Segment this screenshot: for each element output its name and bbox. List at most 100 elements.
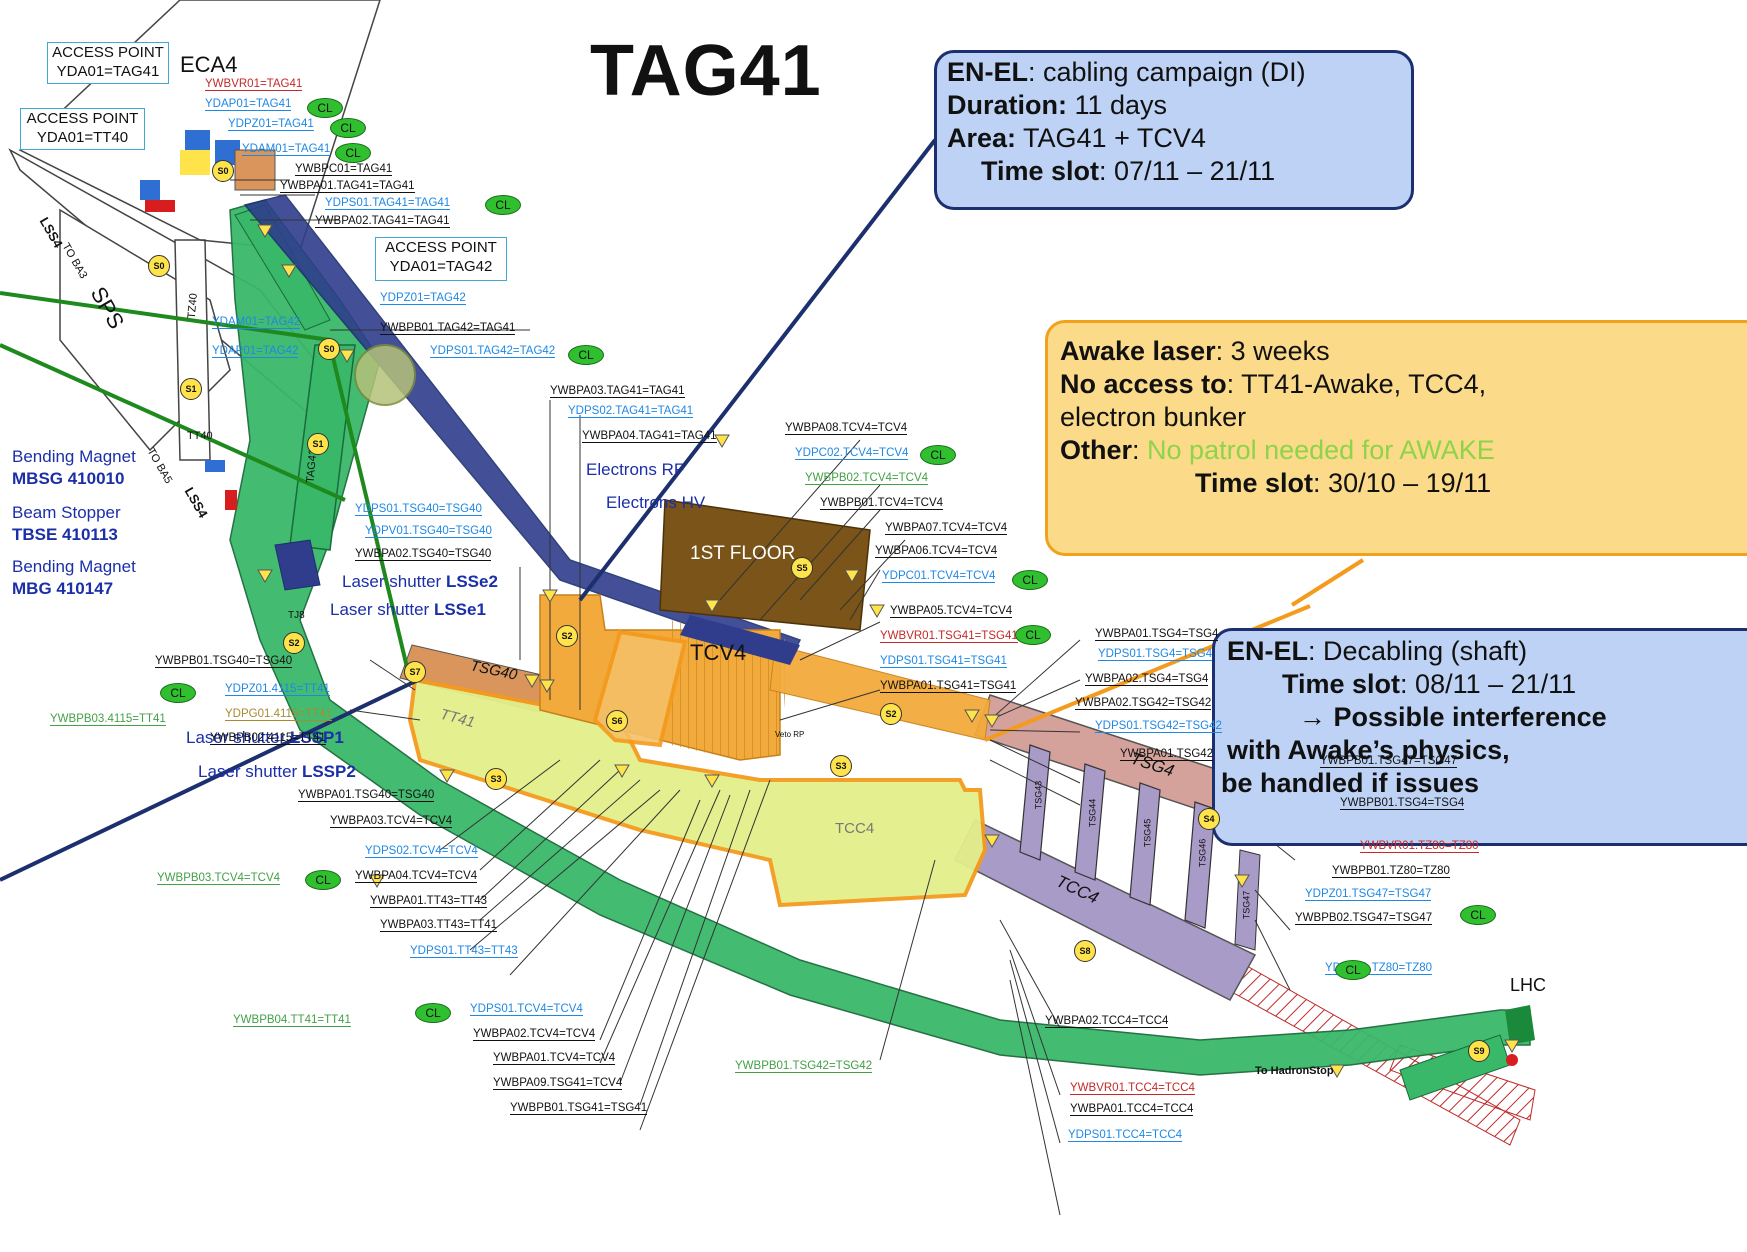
green-pointer-3: [328, 344, 412, 681]
shutter-label-lsse2: Laser shutter LSSe2: [342, 572, 498, 592]
shutter-prefix: Laser shutter: [330, 600, 434, 619]
info-highlight: No patrol needed for AWAKE: [1147, 435, 1495, 465]
equipment-label: YWBPA02.TCC4=TCC4: [1045, 1015, 1169, 1028]
cl-badge: CL: [1460, 905, 1496, 925]
info-bold: EN-EL: [947, 57, 1028, 87]
equipment-label: YWBPA04.TAG41=TAG41: [582, 430, 717, 443]
info-box-enel-decabling: EN-EL: Decabling (shaft) Time slot: 08/1…: [1212, 628, 1747, 846]
cl-badge: CL: [1335, 960, 1371, 980]
area-label-tz40: TZ40: [185, 292, 200, 320]
tt40-red-marker: [225, 490, 237, 510]
info-box-enel-cabling: EN-EL: cabling campaign (DI) Duration: 1…: [934, 50, 1414, 210]
equipment-label: YWBPB02.4115=TT41: [210, 732, 326, 745]
info-text: : Decabling (shaft): [1308, 636, 1528, 666]
magnet-name: Beam Stopper: [12, 503, 121, 522]
info-bold: Awake laser: [1060, 336, 1216, 366]
info-line: Time slot: 08/11 – 21/11: [1227, 668, 1747, 701]
cl-badge: CL: [160, 683, 196, 703]
eca4-yellow-block: [180, 150, 210, 175]
info-line: EN-EL: cabling campaign (DI): [947, 56, 1401, 89]
magnet-id: MBG 410147: [12, 579, 114, 598]
equipment-label: YWBPA02.TSG42=TSG42: [1075, 697, 1212, 710]
equipment-label: YDAP01=TAG42: [212, 345, 299, 358]
area-label-eca4: ECA4: [180, 52, 238, 77]
info-line: EN-EL: Decabling (shaft): [1227, 635, 1747, 668]
info-text: TAG41 + TCV4: [1016, 123, 1206, 153]
equipment-label: YWBPB01.TSG40=TSG40: [155, 655, 293, 668]
equipment-label: YWBPA06.TCV4=TCV4: [875, 545, 998, 558]
info-line: No access to: TT41-Awake, TCC4,: [1060, 368, 1747, 401]
info-text: : cabling campaign (DI): [1028, 57, 1306, 87]
shutter-id: LSSe2: [445, 572, 498, 591]
equipment-label: YWBPB02.TCV4=TCV4: [805, 472, 929, 485]
electrons-rf-label: Electrons RF: [586, 460, 685, 479]
access-point-id: YDA01=TT40: [36, 129, 129, 146]
equipment-label: YWBPA05.TCV4=TCV4: [890, 605, 1013, 618]
cl-badge: CL: [415, 1003, 451, 1023]
shutter-id: LSSP2: [301, 762, 356, 781]
sector-tag: S2: [283, 632, 305, 654]
sector-tag: S5: [791, 557, 813, 579]
orange-pointer-laser: [1290, 558, 1365, 607]
info-line: with Awake’s physics,: [1227, 735, 1510, 765]
eca4-orange-block: [234, 149, 276, 191]
equipment-label: YWBPB03.4115=TT41: [50, 713, 166, 726]
shutter-label-lssp2: Laser shutter LSSP2: [198, 762, 356, 782]
equipment-label: YWBPA03.TT43=TT41: [380, 919, 498, 932]
equipment-label: YWBPA02.TSG40=TSG40: [355, 548, 492, 561]
equipment-label: YDPS01.TSG41=TSG41: [880, 655, 1007, 668]
info-line: Time slot: 30/10 – 19/11: [1060, 467, 1747, 500]
tcv4-beam-bar: [680, 615, 800, 665]
info-text: : 3 weeks: [1215, 336, 1330, 366]
info-line: Duration: 11 days: [947, 89, 1401, 122]
access-point-tt40: ACCESS POINT YDA01=TT40: [20, 108, 145, 150]
info-bold: Area:: [947, 123, 1017, 153]
equipment-label: YDAM01=TAG41: [242, 143, 331, 156]
sector-tag: S1: [180, 378, 202, 400]
magnet-name: Bending Magnet: [12, 447, 136, 466]
area-label-tj8: TJ8: [288, 610, 305, 621]
equipment-label: YWBPA01.TCC4=TCC4: [1070, 1103, 1194, 1116]
equipment-label: YDPZ01=TAG41: [228, 118, 314, 131]
area-label-first-floor: 1ST FLOOR: [690, 543, 796, 564]
equipment-label: YDAP01=TAG41: [205, 98, 292, 111]
sector-tag: S3: [830, 755, 852, 777]
equipment-label: YWBPB04.TT41=TT41: [233, 1014, 351, 1027]
info-line: → Possible interference: [1299, 702, 1607, 732]
equipment-label: YWBVR01.TCC4=TCC4: [1070, 1082, 1195, 1095]
magnet-name: Bending Magnet: [12, 557, 136, 576]
equipment-label: YWBPB02.TSG47=TSG47: [1295, 912, 1433, 925]
equipment-label: YDPS02.TCV4=TCV4: [365, 845, 478, 858]
equipment-label: YWBPA09.TSG41=TCV4: [493, 1077, 623, 1090]
equipment-label: YDPS01.TCV4=TCV4: [470, 1003, 583, 1016]
info-bold: EN-EL: [1227, 636, 1308, 666]
equipment-label: YWBVR01.TZ80=TZ80: [1360, 840, 1479, 853]
info-line: Area: TAG41 + TCV4: [947, 122, 1401, 155]
equipment-label: YWBVR01.TSG41=TSG41: [880, 630, 1018, 643]
cl-badge: CL: [335, 143, 371, 163]
equipment-label: YWBPA01.TSG42: [1120, 748, 1214, 761]
area-label-tsg45: TSG45: [1142, 818, 1153, 848]
equipment-label: YWBPA03.TCV4=TCV4: [330, 815, 453, 828]
eca4-red-block: [145, 200, 175, 212]
equipment-label: YDPS01.TSG40=TSG40: [355, 503, 482, 516]
info-text: :: [1132, 435, 1148, 465]
equipment-label: YWBPA04.TCV4=TCV4: [355, 870, 478, 883]
info-bold: Time slot: [981, 156, 1100, 186]
leader-lines: [230, 179, 1296, 1216]
access-point-tag42: ACCESS POINT YDA01=TAG42: [375, 237, 507, 281]
first-floor-block: [659, 499, 871, 631]
eca4-blue-block-2: [140, 180, 160, 200]
equipment-label: YWBPA07.TCV4=TCV4: [885, 522, 1008, 535]
equipment-label: YDPZ01.4115=TT41: [225, 683, 330, 696]
access-point-heading: ACCESS POINT: [385, 239, 497, 256]
equipment-label: YWBPA03.TAG41=TAG41: [550, 385, 685, 398]
equipment-label: YWBPB01.TSG42=TSG42: [735, 1060, 873, 1073]
sector-tag: S6: [606, 710, 628, 732]
equipment-label: YWBPB01.TSG41=TSG41: [510, 1102, 648, 1115]
shutter-prefix: Laser shutter: [198, 762, 302, 781]
area-label-veto-rp: Veto RP: [775, 730, 805, 739]
equipment-label: YDPZ01.TSG47=TSG47: [1305, 888, 1432, 901]
equipment-label: YDPS02.TAG41=TAG41: [568, 405, 694, 418]
